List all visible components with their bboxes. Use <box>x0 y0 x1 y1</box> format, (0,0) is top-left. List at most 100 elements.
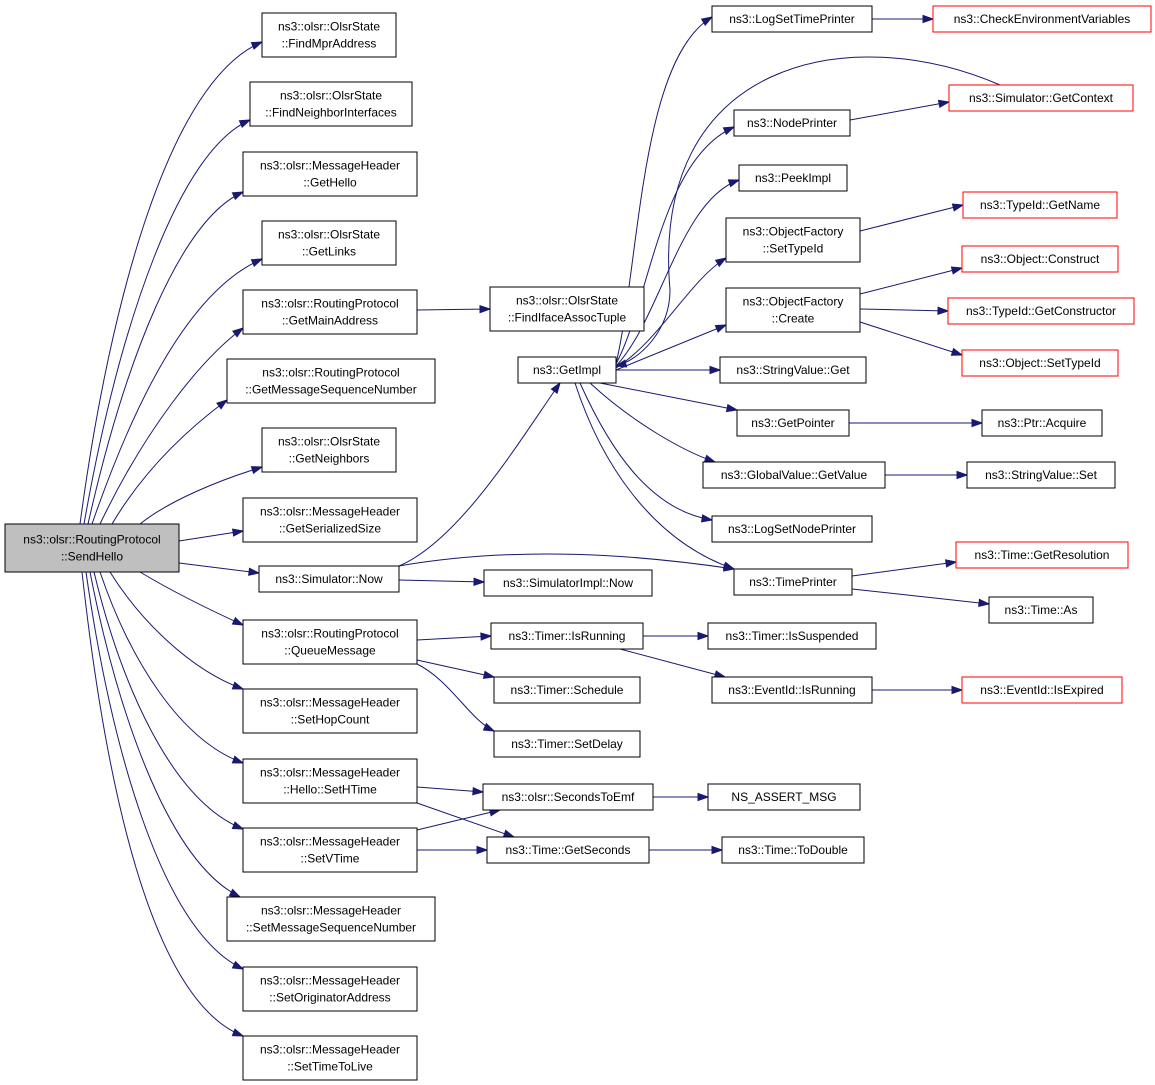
node-label: ns3::GetPointer <box>751 416 834 430</box>
edge-line <box>416 786 484 793</box>
edge-queueMsg-to-timerSched <box>416 659 496 679</box>
node-setHop[interactable]: ns3::olsr::MessageHeader::SetHopCount <box>242 688 418 734</box>
edge-line <box>398 382 561 567</box>
node-label: ns3::ObjectFactory <box>743 295 844 309</box>
arrowhead <box>978 598 991 608</box>
node-ofCreate[interactable]: ns3::ObjectFactory::Create <box>725 287 861 333</box>
edge-line <box>859 308 949 312</box>
node-assertMsg[interactable]: NS_ASSERT_MSG <box>707 783 861 811</box>
node-label: ::SetHopCount <box>291 713 370 727</box>
node-box <box>261 220 397 266</box>
node-strSet[interactable]: ns3::StringValue::Set <box>966 461 1116 489</box>
node-getImpl[interactable]: ns3::GetImpl <box>517 356 617 384</box>
node-getLinks[interactable]: ns3::olsr::OlsrState::GetLinks <box>261 220 397 266</box>
node-getMsgSeq[interactable]: ns3::olsr::RoutingProtocol::GetMessageSe… <box>226 358 436 404</box>
edge-line <box>574 382 735 570</box>
edge-line <box>579 382 713 521</box>
node-label: ::SetOriginatorAddress <box>269 991 390 1005</box>
node-box <box>981 409 1103 437</box>
node-logNode[interactable]: ns3::LogSetNodePrinter <box>711 515 873 543</box>
node-box <box>226 358 436 404</box>
node-tidName[interactable]: ns3::TypeId::GetName <box>962 191 1118 219</box>
node-checkEnv[interactable]: ns3::CheckEnvironmentVariables <box>932 5 1152 33</box>
edge-line <box>111 399 228 525</box>
node-setMsgSeq[interactable]: ns3::olsr::MessageHeader::SetMessageSequ… <box>226 896 436 942</box>
node-getMain[interactable]: ns3::olsr::RoutingProtocol::GetMainAddre… <box>242 289 418 335</box>
node-objSetTid[interactable]: ns3::Object::SetTypeId <box>961 349 1119 377</box>
node-getSer[interactable]: ns3::olsr::MessageHeader::GetSerializedS… <box>242 497 418 543</box>
node-findMpr[interactable]: ns3::olsr::OlsrState::FindMprAddress <box>261 12 397 58</box>
node-box <box>962 191 1118 219</box>
arrowhead <box>714 324 728 333</box>
arrowhead <box>228 888 242 898</box>
node-label: ::Create <box>772 312 815 326</box>
node-simNow[interactable]: ns3::Simulator::Now <box>258 565 400 593</box>
arrowhead <box>950 266 964 275</box>
node-box <box>490 622 644 650</box>
node-timerRun[interactable]: ns3::Timer::IsRunning <box>490 622 644 650</box>
node-ofSetTid[interactable]: ns3::ObjectFactory::SetTypeId <box>725 217 861 263</box>
node-simImplNow[interactable]: ns3::SimulatorImpl::Now <box>483 569 653 597</box>
edge-root-to-setMsgSeq <box>89 571 242 898</box>
node-label: ns3::Simulator::Now <box>275 572 383 586</box>
node-ptrAcquire[interactable]: ns3::Ptr::Acquire <box>981 409 1103 437</box>
node-box <box>482 783 654 811</box>
node-box <box>948 84 1134 112</box>
edge-queueMsg-to-timerRun <box>416 632 493 641</box>
node-timerSusp[interactable]: ns3::Timer::IsSuspended <box>707 622 877 650</box>
arrowhead <box>697 631 710 641</box>
node-findNbrIf[interactable]: ns3::olsr::OlsrState::FindNeighborInterf… <box>249 81 413 127</box>
node-strGet[interactable]: ns3::StringValue::Get <box>719 356 867 384</box>
node-root[interactable]: ns3::olsr::RoutingProtocol::SendHello <box>4 523 180 573</box>
node-timeAs[interactable]: ns3::Time::As <box>988 596 1094 624</box>
node-gvGet[interactable]: ns3::GlobalValue::GetValue <box>702 461 886 489</box>
node-evRun[interactable]: ns3::EventId::IsRunning <box>711 676 873 704</box>
node-box <box>242 619 418 665</box>
arrowhead <box>937 306 950 315</box>
node-tidCtor[interactable]: ns3::TypeId::GetConstructor <box>947 297 1135 325</box>
arrowhead <box>725 403 739 413</box>
edge-line <box>599 382 738 411</box>
node-queueMsg[interactable]: ns3::olsr::RoutingProtocol::QueueMessage <box>242 619 418 665</box>
node-getNbrs[interactable]: ns3::olsr::OlsrState::GetNeighbors <box>261 427 397 473</box>
node-timerSched[interactable]: ns3::Timer::Schedule <box>493 676 641 704</box>
node-setVTime[interactable]: ns3::olsr::MessageHeader::SetVTime <box>242 827 418 873</box>
edge-timePrinter-to-timeAs <box>851 588 991 608</box>
arrowhead <box>231 681 245 690</box>
node-setTTL[interactable]: ns3::olsr::MessageHeader::SetTimeToLive <box>242 1035 418 1081</box>
node-box <box>261 427 397 473</box>
node-label: ns3::LogSetTimePrinter <box>729 12 855 26</box>
node-box <box>725 217 861 263</box>
arrowhead <box>479 304 492 314</box>
node-label: ns3::olsr::MessageHeader <box>260 696 400 710</box>
arrowhead <box>250 41 264 50</box>
node-getSeconds[interactable]: ns3::Time::GetSeconds <box>486 836 650 864</box>
node-getPtr[interactable]: ns3::GetPointer <box>736 409 850 437</box>
node-getHello[interactable]: ns3::olsr::MessageHeader::GetHello <box>242 151 418 197</box>
node-evExpired[interactable]: ns3::EventId::IsExpired <box>961 676 1123 704</box>
node-toDouble[interactable]: ns3::Time::ToDouble <box>721 836 865 864</box>
node-getCtx[interactable]: ns3::Simulator::GetContext <box>948 84 1134 112</box>
edge-nodePrinter-to-getCtx <box>849 99 951 121</box>
edge-getImpl-to-nodePrinter <box>615 126 736 365</box>
node-setHTime[interactable]: ns3::olsr::MessageHeader::Hello::SetHTim… <box>242 758 418 804</box>
node-objConstruct[interactable]: ns3::Object::Construct <box>961 245 1119 273</box>
node-logTime[interactable]: ns3::LogSetTimePrinter <box>711 5 873 33</box>
node-timeRes[interactable]: ns3::Time::GetResolution <box>955 541 1129 569</box>
node-setOrig[interactable]: ns3::olsr::MessageHeader::SetOriginatorA… <box>242 966 418 1012</box>
node-label: ns3::olsr::OlsrState <box>516 294 618 308</box>
node-timerDelay[interactable]: ns3::Timer::SetDelay <box>493 730 641 758</box>
edge-setHTime-to-getSeconds <box>416 802 516 838</box>
node-label: ::SetVTime <box>301 852 360 866</box>
edge-ofCreate-to-tidCtor <box>859 306 950 315</box>
node-timePrinter[interactable]: ns3::TimePrinter <box>733 568 853 596</box>
node-findIface[interactable]: ns3::olsr::OlsrState::FindIfaceAssocTupl… <box>489 286 645 332</box>
node-peekImpl[interactable]: ns3::PeekImpl <box>738 164 848 192</box>
node-nodePrinter[interactable]: ns3::NodePrinter <box>733 109 851 137</box>
node-label: ::GetMessageSequenceNumber <box>245 383 416 397</box>
node-label: ns3::Time::GetSeconds <box>506 843 631 857</box>
node-secToEmf[interactable]: ns3::olsr::SecondsToEmf <box>482 783 654 811</box>
edge-secToEmf-to-assertMsg <box>653 792 710 802</box>
edge-line <box>851 561 957 577</box>
edge-line <box>851 588 990 605</box>
